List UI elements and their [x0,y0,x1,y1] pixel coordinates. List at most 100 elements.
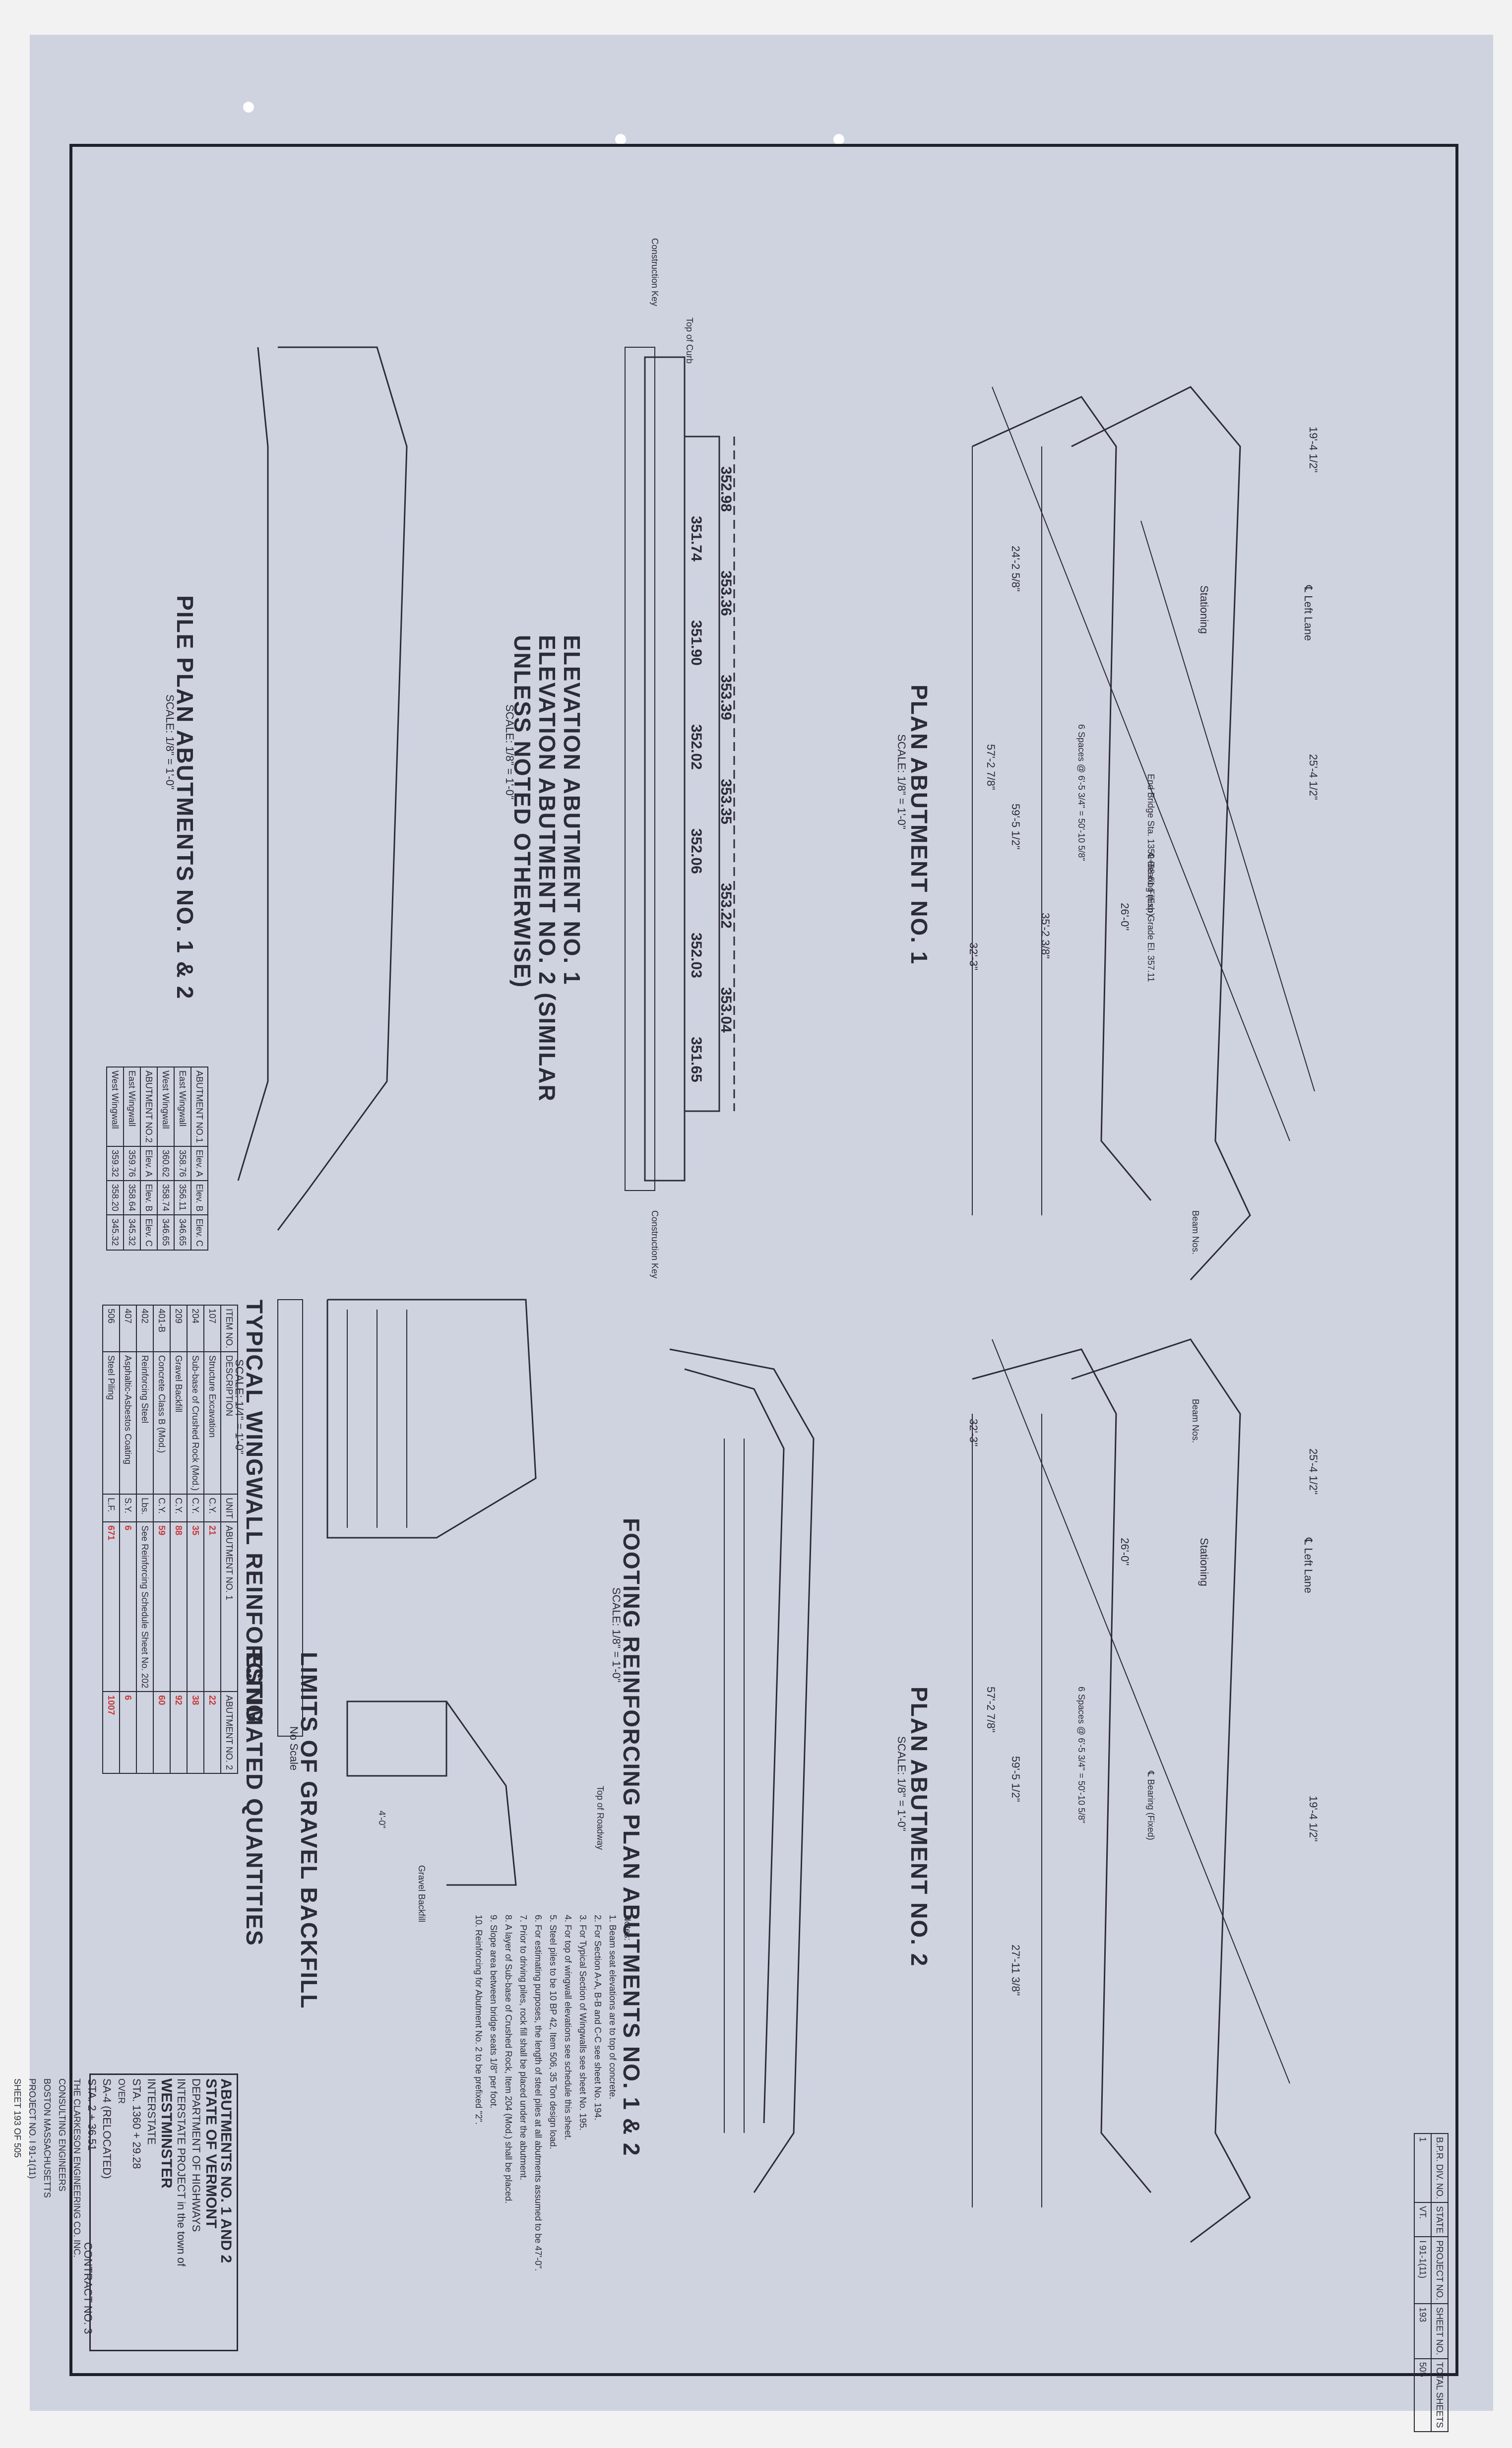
table-cell: West Wingwall [157,1067,174,1146]
table-row: West Wingwall 360.62 358.74 346.65 [157,1067,174,1251]
dim-plan1-skew: 25'-4 1/2" [1307,754,1320,800]
elev-beam-1: 352.98 [718,466,734,512]
pile-plan-outline [277,346,408,1231]
elev-beam-4: 353.35 [718,779,734,824]
table-cell: East Wingwall [174,1067,191,1146]
engineer-sub: CONSULTING ENGINEERS [57,2078,67,2192]
table-row: 402 Reinforcing Steel Lbs. See Reinforci… [136,1305,153,1774]
engineer-city: BOSTON MASSACHUSETTS [42,2078,52,2198]
pile-plan-outline-inner [237,347,269,1181]
table-cell: Asphaltic-Asbestos Coating [120,1352,136,1495]
table-row: East Wingwall 359.76 358.64 345.32 [124,1067,140,1251]
table-cell: Concrete Class B (Mod.) [153,1352,170,1495]
note-item: 8. A layer of Sub-base of Crushed Rock, … [504,1915,513,2204]
note-item: 7. Prior to driving piles, rock fill sha… [518,1915,528,2181]
table-cell: 35 [187,1522,204,1692]
construction-key-label-2: Construction Key [650,1210,660,1279]
dim-plan2-595: 59'-5 1/2" [1009,1756,1022,1802]
dim-plan1-wing: 19'-4 1/2" [1307,427,1320,473]
table-cell: L.F. [103,1494,120,1522]
pile-plan-scale: SCALE: 1/8" = 1'-0" [164,694,176,790]
table-header: DESCRIPTION [221,1352,238,1495]
table-cell: 193 [1414,2304,1431,2359]
elev-beam-2: 353.36 [718,570,734,616]
drawing-border [69,144,1458,2376]
station-1: STA. 1360 + 29.28 [130,2078,143,2169]
table-cell: 204 [187,1305,204,1352]
table-cell: 88 [170,1522,187,1692]
project-desc: INTERSTATE PROJECT in the town of [175,2078,188,2266]
footing-scale: SCALE: 1/8" = 1'-0" [610,1587,623,1683]
plan1-title: PLAN ABUTMENT NO. 1 [906,685,932,965]
table-cell: Elev. A [140,1146,157,1181]
table-cell: 345.32 [124,1215,140,1251]
table-cell: Lbs. [136,1494,153,1522]
dim-plan2-spaces: 6 Spaces @ 6'-5 3/4" = 50'-10 5/8" [1076,1687,1086,1823]
wingwall-outline [326,1299,537,1539]
plan2-outline-inner [972,1348,1152,2193]
dim-plan1-spaces: 6 Spaces @ 6'-5 3/4" = 50'-10 5/8" [1076,724,1086,861]
gravel-backfill-zone [445,1701,517,1886]
table-cell: 358.74 [157,1180,174,1215]
table-cell: See Reinforcing Schedule Sheet No. 202 [136,1522,153,1692]
elev-seat-5: 352.03 [688,933,704,978]
dim-plan2-length: 57'-2 7/8" [985,1687,997,1733]
table-header-row: B.P.R. DIV. NO. STATE PROJECT NO. SHEET … [1431,2134,1448,2432]
elevation-cap [625,347,655,1191]
beam-nos-label: Beam Nos. [1191,1210,1200,1255]
plan1-outline-inner [972,396,1152,1201]
table-cell: 358.20 [107,1180,124,1215]
dim-plan1-26: 26'-0" [1119,903,1131,931]
table-row: 209 Gravel Backfill C.Y. 88 92 [170,1305,187,1774]
table-cell: 346.65 [174,1215,191,1251]
table-cell: 92 [170,1692,187,1774]
state-name: STATE OF VERMONT [203,2078,219,2229]
table-row: 401-B Concrete Class B (Mod.) C.Y. 59 60 [153,1305,170,1774]
pile-elevation-table: ABUTMENT NO.1 Elev. A Elev. B Elev. C Ea… [106,1067,208,1251]
table-cell: ABUTMENT NO.1 [191,1067,208,1146]
station-2: STA. 2 + 36.51 [86,2078,98,2151]
elevation-scale: SCALE: 1/8" = 1'-0" [504,704,516,800]
contract-number: CONTRACT NO. 3 [82,2242,94,2334]
table-cell: S.Y. [120,1494,136,1522]
elev-seat-2: 351.90 [688,620,704,666]
table-cell: C.Y. [204,1494,221,1522]
table-cell: 21 [204,1522,221,1692]
elev-beam-5: 353.22 [718,883,734,929]
left-lane-label: ℄ Left Lane [1302,585,1315,641]
table-cell: 107 [204,1305,221,1352]
gravel-dim-label: 4'-0" [377,1811,387,1828]
elevation-seat [684,436,720,1112]
table-cell: C.Y. [153,1494,170,1522]
plan2-outline [1071,1338,1251,2243]
table-cell: 60 [153,1692,170,1774]
table-cell: Structure Excavation [204,1352,221,1495]
table-row: East Wingwall 358.76 356.11 346.65 [174,1067,191,1251]
note-item: 3. For Typical Section of Wingwalls see … [578,1915,588,2131]
table-cell: Steel Piling [103,1352,120,1495]
table-row: West Wingwall 359.32 358.20 345.32 [107,1067,124,1251]
dim-plan1-length: 57'-2 7/8" [985,744,997,790]
note-item: 2. For Section A-A, B-B and C-C see shee… [593,1915,603,2121]
table-cell: 22 [204,1692,221,1774]
gravel-scale: No Scale [288,1726,300,1771]
department: DEPARTMENT OF HIGHWAYS [190,2078,202,2232]
table-cell: 6 [120,1522,136,1692]
table-cell [136,1692,153,1774]
gravel-title: LIMITS OF GRAVEL BACKFILL [296,1652,322,2009]
table-cell: 346.65 [157,1215,174,1251]
dim-plan1-width: 32'-3" [967,942,980,971]
table-cell: Sub-base of Crushed Rock (Mod.) [187,1352,204,1495]
route-label: SA-4 (RELOCATED) [101,2078,113,2179]
top-of-curb-label: Top of Curb [685,317,694,364]
table-cell: 358.64 [124,1180,140,1215]
footing-outline [669,1348,815,2193]
elev-seat-3: 352.02 [688,724,704,770]
dim-plan2-skew: 25'-4 1/2" [1307,1448,1320,1495]
gravel-backfill-label: Gravel Backfill [417,1865,427,1923]
footing-bars [684,1368,785,2124]
dim-plan1-24: 24'-2 5/8" [1009,546,1022,592]
table-cell: 356.11 [174,1180,191,1215]
plan2-skew-line [992,1339,1290,2084]
elevation-title-1: ELEVATION ABUTMENT NO. 1 [559,635,585,986]
